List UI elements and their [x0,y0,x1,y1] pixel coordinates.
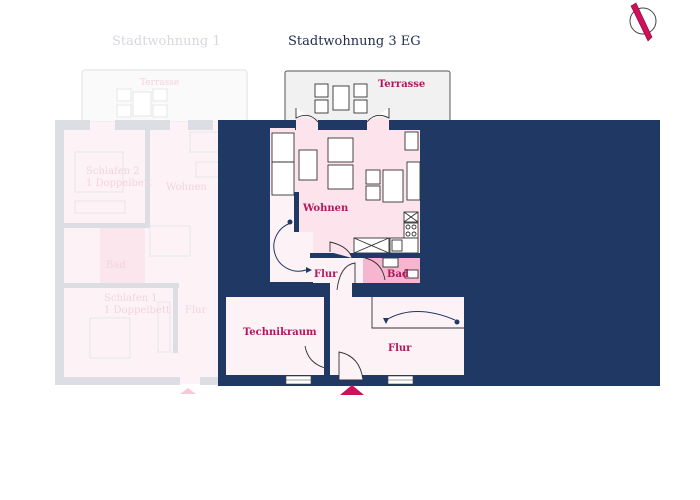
room-label-bad: Bad [387,269,409,280]
room-label-schlafen1-sub: 1 Doppelbett [104,305,170,316]
room-label-wohnen: Wohnen [303,203,349,214]
room-label-flur-upper: Flur [314,269,338,280]
entrance-marker-icon [340,385,364,395]
unit-title-stadtwohnung-3[interactable]: Stadtwohnung 3 EG [288,34,421,49]
room-label-technikraum: Technikraum [243,327,317,338]
room-label-terrasse: Terrasse [378,79,426,90]
room-label-bad-faded: Bad [106,260,126,271]
room-label-flur-faded: Flur [185,305,207,316]
room-label-terrasse-faded: Terrasse [140,78,180,88]
unit-title-stadtwohnung-1[interactable]: Stadtwohnung 1 [112,34,221,49]
north-arrow-icon [629,2,657,42]
room-label-wohnen-faded: Wohnen [166,182,207,193]
room-label-schlafen2: Schlafen 2 [86,166,140,177]
room-label-flur-lower: Flur [388,343,412,354]
room-label-schlafen2-sub: 1 Doppelbett [86,178,152,189]
room-label-schlafen1: Schlafen 1 [104,293,158,304]
